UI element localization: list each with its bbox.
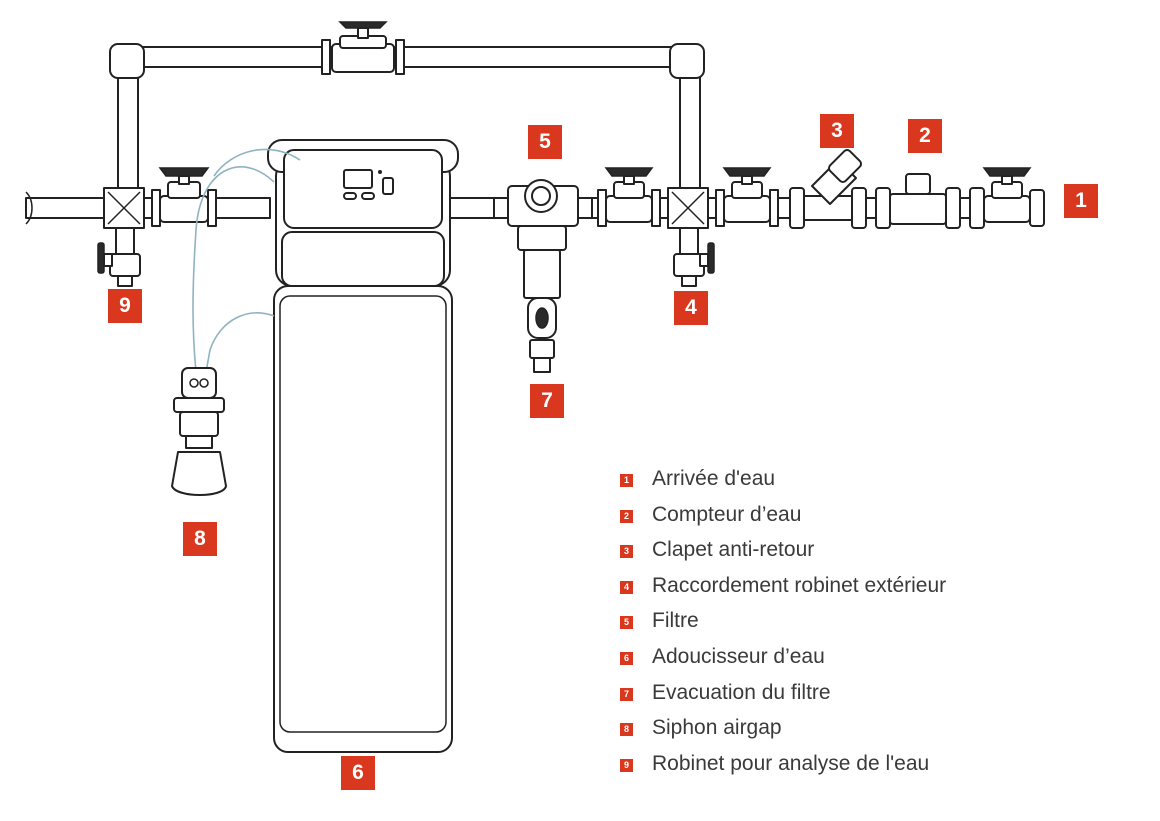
legend-marker: 5 [620, 616, 633, 630]
legend-label: Compteur d’eau [652, 502, 802, 526]
check-valve-icon [789, 148, 867, 229]
legend-label: Clapet anti-retour [652, 538, 815, 562]
legend-label: Raccordement robinet extérieur [652, 573, 947, 597]
callout-4: 4 [674, 291, 708, 325]
water-meter-icon [875, 173, 961, 229]
drain-hoses [192, 148, 301, 373]
legend-label: Arrivée d'eau [652, 467, 776, 490]
filter-unit [493, 179, 593, 373]
callout-7: 7 [530, 384, 564, 418]
legend-marker: 1 [620, 474, 633, 487]
legend-marker: 2 [620, 509, 633, 523]
bypass-valve-icon [321, 21, 405, 75]
left-tee-fitting [97, 187, 145, 287]
water-softener [267, 139, 459, 753]
callout-6: 6 [341, 756, 375, 790]
legend-label: Filtre [652, 609, 699, 633]
legend-label: Robinet pour analyse de l'eau [652, 751, 930, 775]
right-tee-fitting [667, 187, 715, 287]
callout-1: 1 [1064, 184, 1098, 218]
legend-label: Evacuation du filtre [652, 680, 831, 704]
callout-3: 3 [820, 114, 854, 148]
left-valve-icon [151, 167, 217, 227]
filter-outlet-valve-icon [597, 167, 661, 227]
legend-marker: 6 [620, 651, 633, 665]
legend-marker: 7 [620, 687, 633, 701]
callout-2: 2 [908, 119, 942, 153]
legend-marker: 8 [620, 723, 633, 737]
main-inlet-valve-icon [969, 167, 1045, 229]
airgap-siphon [171, 367, 227, 496]
legend-marker: 3 [620, 545, 633, 559]
legend-marker: 9 [620, 758, 633, 772]
inlet-valve-icon [715, 167, 779, 227]
bypass-pipe [109, 43, 705, 191]
legend-marker: 4 [620, 580, 633, 594]
legend-label: Adoucisseur d’eau [652, 644, 825, 668]
callout-9: 9 [108, 289, 142, 323]
legend-label: Siphon airgap [652, 716, 782, 740]
callout-8: 8 [183, 522, 217, 556]
callout-5: 5 [528, 125, 562, 159]
